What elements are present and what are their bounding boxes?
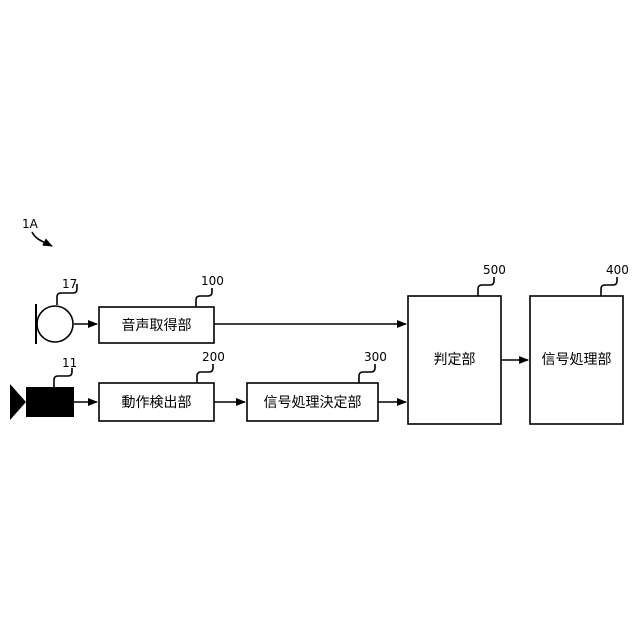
camera-ref: 11 [62,356,77,370]
signal-processing-label: 信号処理部 [542,352,612,368]
signal-processing-decision-ref: 300 [364,350,387,364]
camera-ref-leader [54,368,72,387]
microphone-ref: 17 [62,277,77,291]
microphone-icon [36,304,73,344]
signal-processing-ref: 400 [606,263,629,277]
judgment-ref: 500 [483,263,506,277]
motion-detection-label: 動作検出部 [122,395,192,411]
signal-processing-ref-leader [601,277,617,296]
judgment-ref-leader [478,277,494,296]
audio-acquisition-ref-leader [196,288,212,307]
judgment-label: 判定部 [434,352,476,368]
figure-label: 1A [22,217,39,231]
figure-label-pointer [32,232,52,246]
signal-processing-decision-label: 信号処理決定部 [264,395,362,411]
audio-acquisition-ref: 100 [201,274,224,288]
audio-acquisition-label: 音声取得部 [122,317,192,334]
camera-icon [10,384,74,420]
motion-detection-ref-leader [197,364,213,383]
motion-detection-ref: 200 [202,350,225,364]
signal-processing-decision-ref-leader [359,364,375,383]
